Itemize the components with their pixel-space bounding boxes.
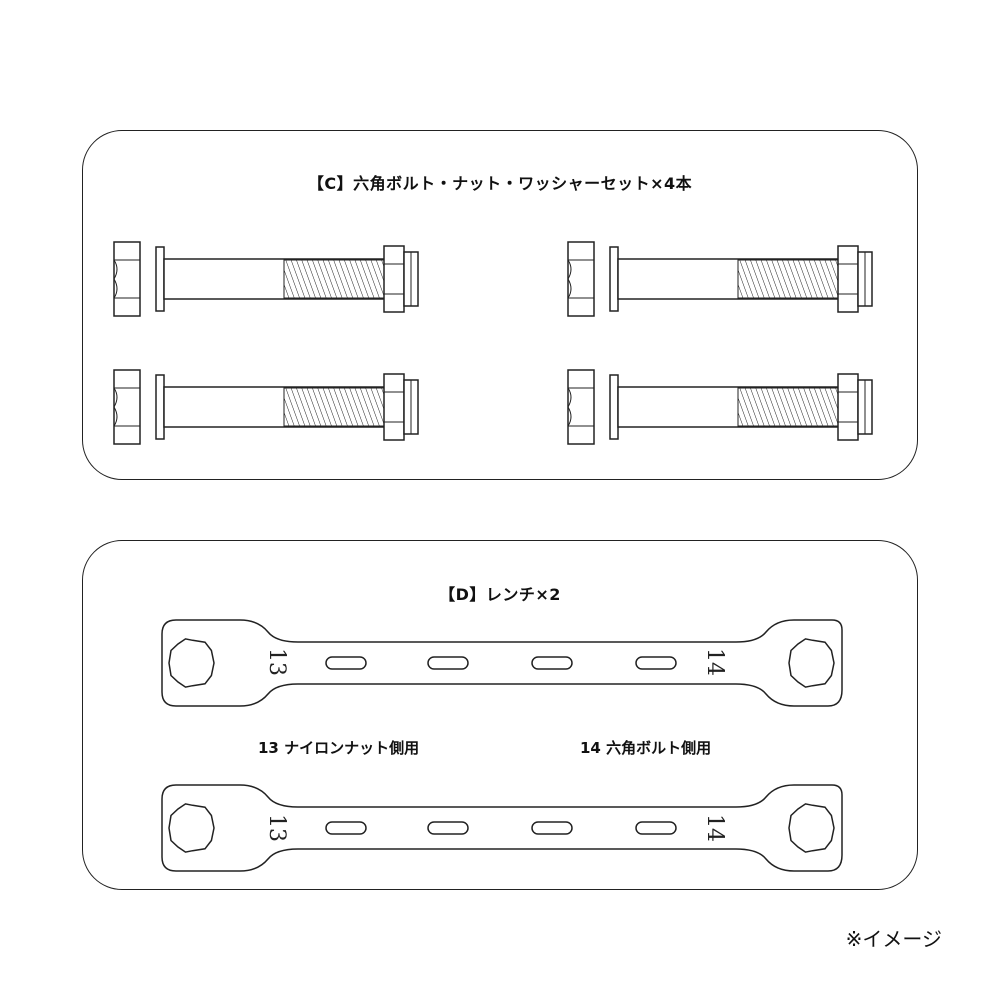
bolt-set-4 (567, 369, 873, 445)
wrench-2 (161, 784, 843, 872)
wrench-title: 【D】レンチ×2 (439, 585, 561, 604)
wrench-1-size-13: 13 (264, 648, 289, 676)
caption-nylon-nut-side: 13 ナイロンナット側用 (258, 739, 420, 757)
image-note: ※イメージ (845, 927, 942, 951)
wrench-2-size-14: 14 (702, 814, 727, 842)
bolt-set-1 (113, 241, 419, 317)
wrench-2-size-13: 13 (264, 814, 289, 842)
wrench-1-size-14: 14 (702, 648, 727, 676)
bolt-set-3 (113, 369, 419, 445)
bolt-set-2 (567, 241, 873, 317)
caption-hex-bolt-side: 14 六角ボルト側用 (580, 739, 712, 757)
bolt-set-title: 【C】六角ボルト・ナット・ワッシャーセット×4本 (307, 174, 693, 193)
wrench-1 (161, 619, 843, 707)
